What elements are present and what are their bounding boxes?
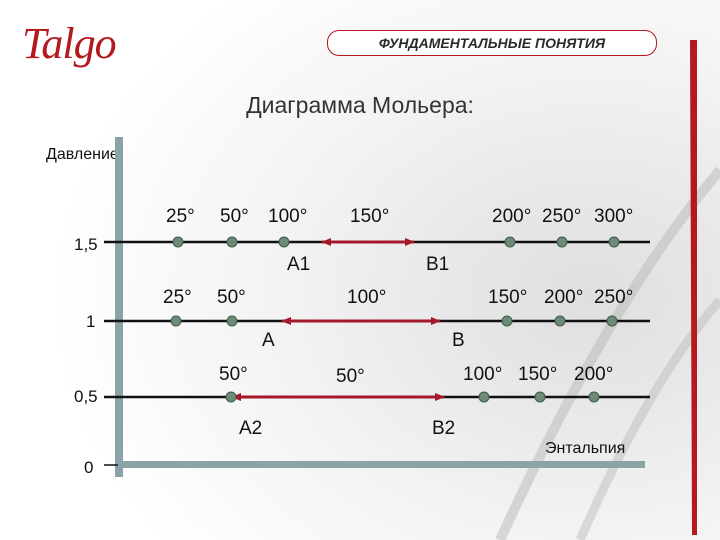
y-axis: [115, 137, 123, 477]
y-axis-label: Давление: [46, 146, 119, 163]
temperature-label: 25°: [166, 206, 195, 227]
y-tick-label: 1: [86, 312, 96, 331]
state-point: [225, 391, 237, 403]
state-label-b: B: [452, 330, 465, 351]
temperature-label: 100°: [463, 364, 503, 385]
temperature-label: 250°: [542, 206, 582, 227]
state-point: [534, 391, 546, 403]
temperature-label: 50°: [219, 364, 248, 385]
state-point: [501, 315, 513, 327]
state-point: [608, 236, 620, 248]
state-point: [588, 391, 600, 403]
x-axis: [115, 461, 645, 468]
temperature-label: 200°: [544, 287, 584, 308]
state-point: [172, 236, 184, 248]
temperature-label: 300°: [594, 206, 634, 227]
state-label-a1: A1: [287, 254, 311, 275]
state-point: [554, 315, 566, 327]
temperature-label: 100°: [268, 206, 308, 227]
temperature-label: 150°: [518, 364, 558, 385]
y-tick-label: 0: [84, 458, 94, 477]
x-axis-label: Энтальпия: [545, 440, 626, 457]
state-point: [226, 315, 238, 327]
temperature-label: 50°: [220, 206, 249, 227]
state-label-a: A: [262, 330, 275, 351]
temperature-label: 25°: [163, 287, 192, 308]
temperature-label: 150°: [488, 287, 528, 308]
state-point: [278, 236, 290, 248]
slide-title: Диаграмма Мольера:: [246, 92, 474, 118]
state-label-b1: B1: [426, 254, 450, 275]
temperature-label: 200°: [492, 206, 532, 227]
section-banner: ФУНДАМЕНТАЛЬНЫЕ ПОНЯТИЯ: [327, 30, 657, 56]
temperature-label: 200°: [574, 364, 614, 385]
state-point: [170, 315, 182, 327]
temperature-label: 50°: [217, 287, 246, 308]
state-point: [504, 236, 516, 248]
state-point: [226, 236, 238, 248]
temperature-label: 50°: [336, 366, 365, 387]
y-tick-label: 0,5: [74, 387, 98, 406]
state-point: [478, 391, 490, 403]
temperature-label: 100°: [347, 287, 387, 308]
state-label-a2: A2: [239, 418, 263, 439]
state-label-b2: B2: [432, 418, 456, 439]
talgo-logo: Talgo: [22, 19, 117, 68]
state-point: [606, 315, 618, 327]
y-tick-label: 1,5: [74, 235, 98, 254]
temperature-label: 150°: [350, 206, 390, 227]
temperature-label: 250°: [594, 287, 634, 308]
state-point: [556, 236, 568, 248]
